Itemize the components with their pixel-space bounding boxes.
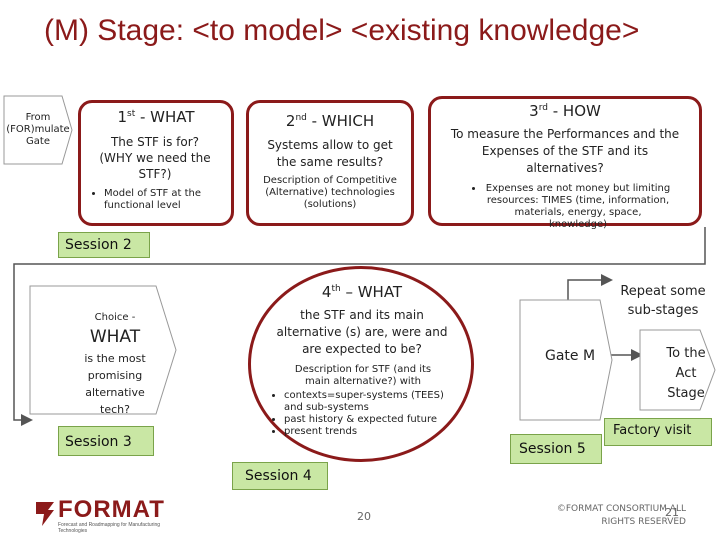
box-which-question: Systems allow to get the same results? bbox=[267, 138, 393, 169]
choice-what: WHAT bbox=[89, 327, 141, 347]
box-how bbox=[428, 96, 702, 226]
slide-title: (M) Stage: <to model> <existing knowledg… bbox=[44, 14, 640, 47]
logo-name: FORMAT bbox=[58, 496, 165, 523]
copyright: ©FORMAT CONSORTIUM ALL RIGHTS RESERVED bbox=[556, 504, 686, 527]
session-4-label: Session 4 bbox=[232, 462, 328, 490]
box-what-4-desc: Description for STF (and its main altern… bbox=[294, 364, 432, 387]
choice-arrow-shape bbox=[29, 285, 177, 415]
box-how-question: To measure the Performances and the Expe… bbox=[450, 127, 680, 175]
choice-pre: Choice - bbox=[94, 312, 136, 323]
box-what-question: The STF is for? (WHY we need the STF?) bbox=[99, 135, 211, 181]
box-what-4-bullet: past history & expected future bbox=[284, 414, 464, 426]
box-what-4-question: the STF and its main alternative (s) are… bbox=[276, 308, 448, 356]
gate-m-label: Gate M bbox=[544, 348, 596, 364]
box-which-heading: 2nd - WHICH bbox=[285, 112, 375, 130]
box-what-4 bbox=[248, 266, 474, 462]
slide-number: 21 bbox=[665, 506, 679, 519]
repeat-label: Repeat some sub-stages bbox=[620, 284, 706, 318]
logo-tagline: Forecast and Roadmapping for Manufacturi… bbox=[58, 522, 161, 534]
box-what-heading: 1st - WHAT bbox=[117, 108, 195, 126]
box-what-4-bullet: contexts=super-systems (TEES) and sub-sy… bbox=[284, 390, 464, 414]
box-what-4-heading: 4th – WHAT bbox=[321, 283, 403, 301]
gate-m-shape bbox=[519, 299, 613, 421]
box-what bbox=[78, 100, 234, 226]
box-what-4-bullet: present trends bbox=[284, 426, 464, 438]
box-what-bullets: Model of STF at the functional level bbox=[88, 188, 224, 212]
logo-mark-icon bbox=[36, 502, 54, 526]
box-how-bullet: Expenses are not money but limiting reso… bbox=[484, 183, 672, 231]
session-5-label: Session 5 bbox=[510, 434, 602, 464]
top-loop-line bbox=[13, 227, 706, 426]
factory-visit-label: Factory visit bbox=[604, 418, 712, 446]
choice-desc: is the most promising alternative tech? bbox=[84, 352, 146, 416]
to-act-label: To the Act Stage bbox=[666, 346, 706, 401]
box-which bbox=[246, 100, 414, 226]
session-2-label: Session 2 bbox=[58, 232, 150, 258]
to-act-shape bbox=[639, 329, 716, 411]
box-how-heading: 3rd - HOW bbox=[529, 102, 601, 120]
box-what-bullet: Model of STF at the functional level bbox=[104, 188, 224, 212]
page-number: 20 bbox=[357, 510, 371, 523]
box-how-bullets: Expenses are not money but limiting reso… bbox=[468, 183, 672, 231]
gate-left-arrow bbox=[3, 95, 73, 165]
box-what-4-bullets: contexts=super-systems (TEES) and sub-sy… bbox=[268, 390, 464, 438]
gate-left-label: From (FOR)mulate Gate bbox=[6, 112, 70, 147]
format-logo: FORMAT Forecast and Roadmapping for Manu… bbox=[34, 496, 180, 536]
session-3-label: Session 3 bbox=[58, 426, 154, 456]
box-which-bullet: Description of Competitive (Alternative)… bbox=[263, 175, 397, 210]
